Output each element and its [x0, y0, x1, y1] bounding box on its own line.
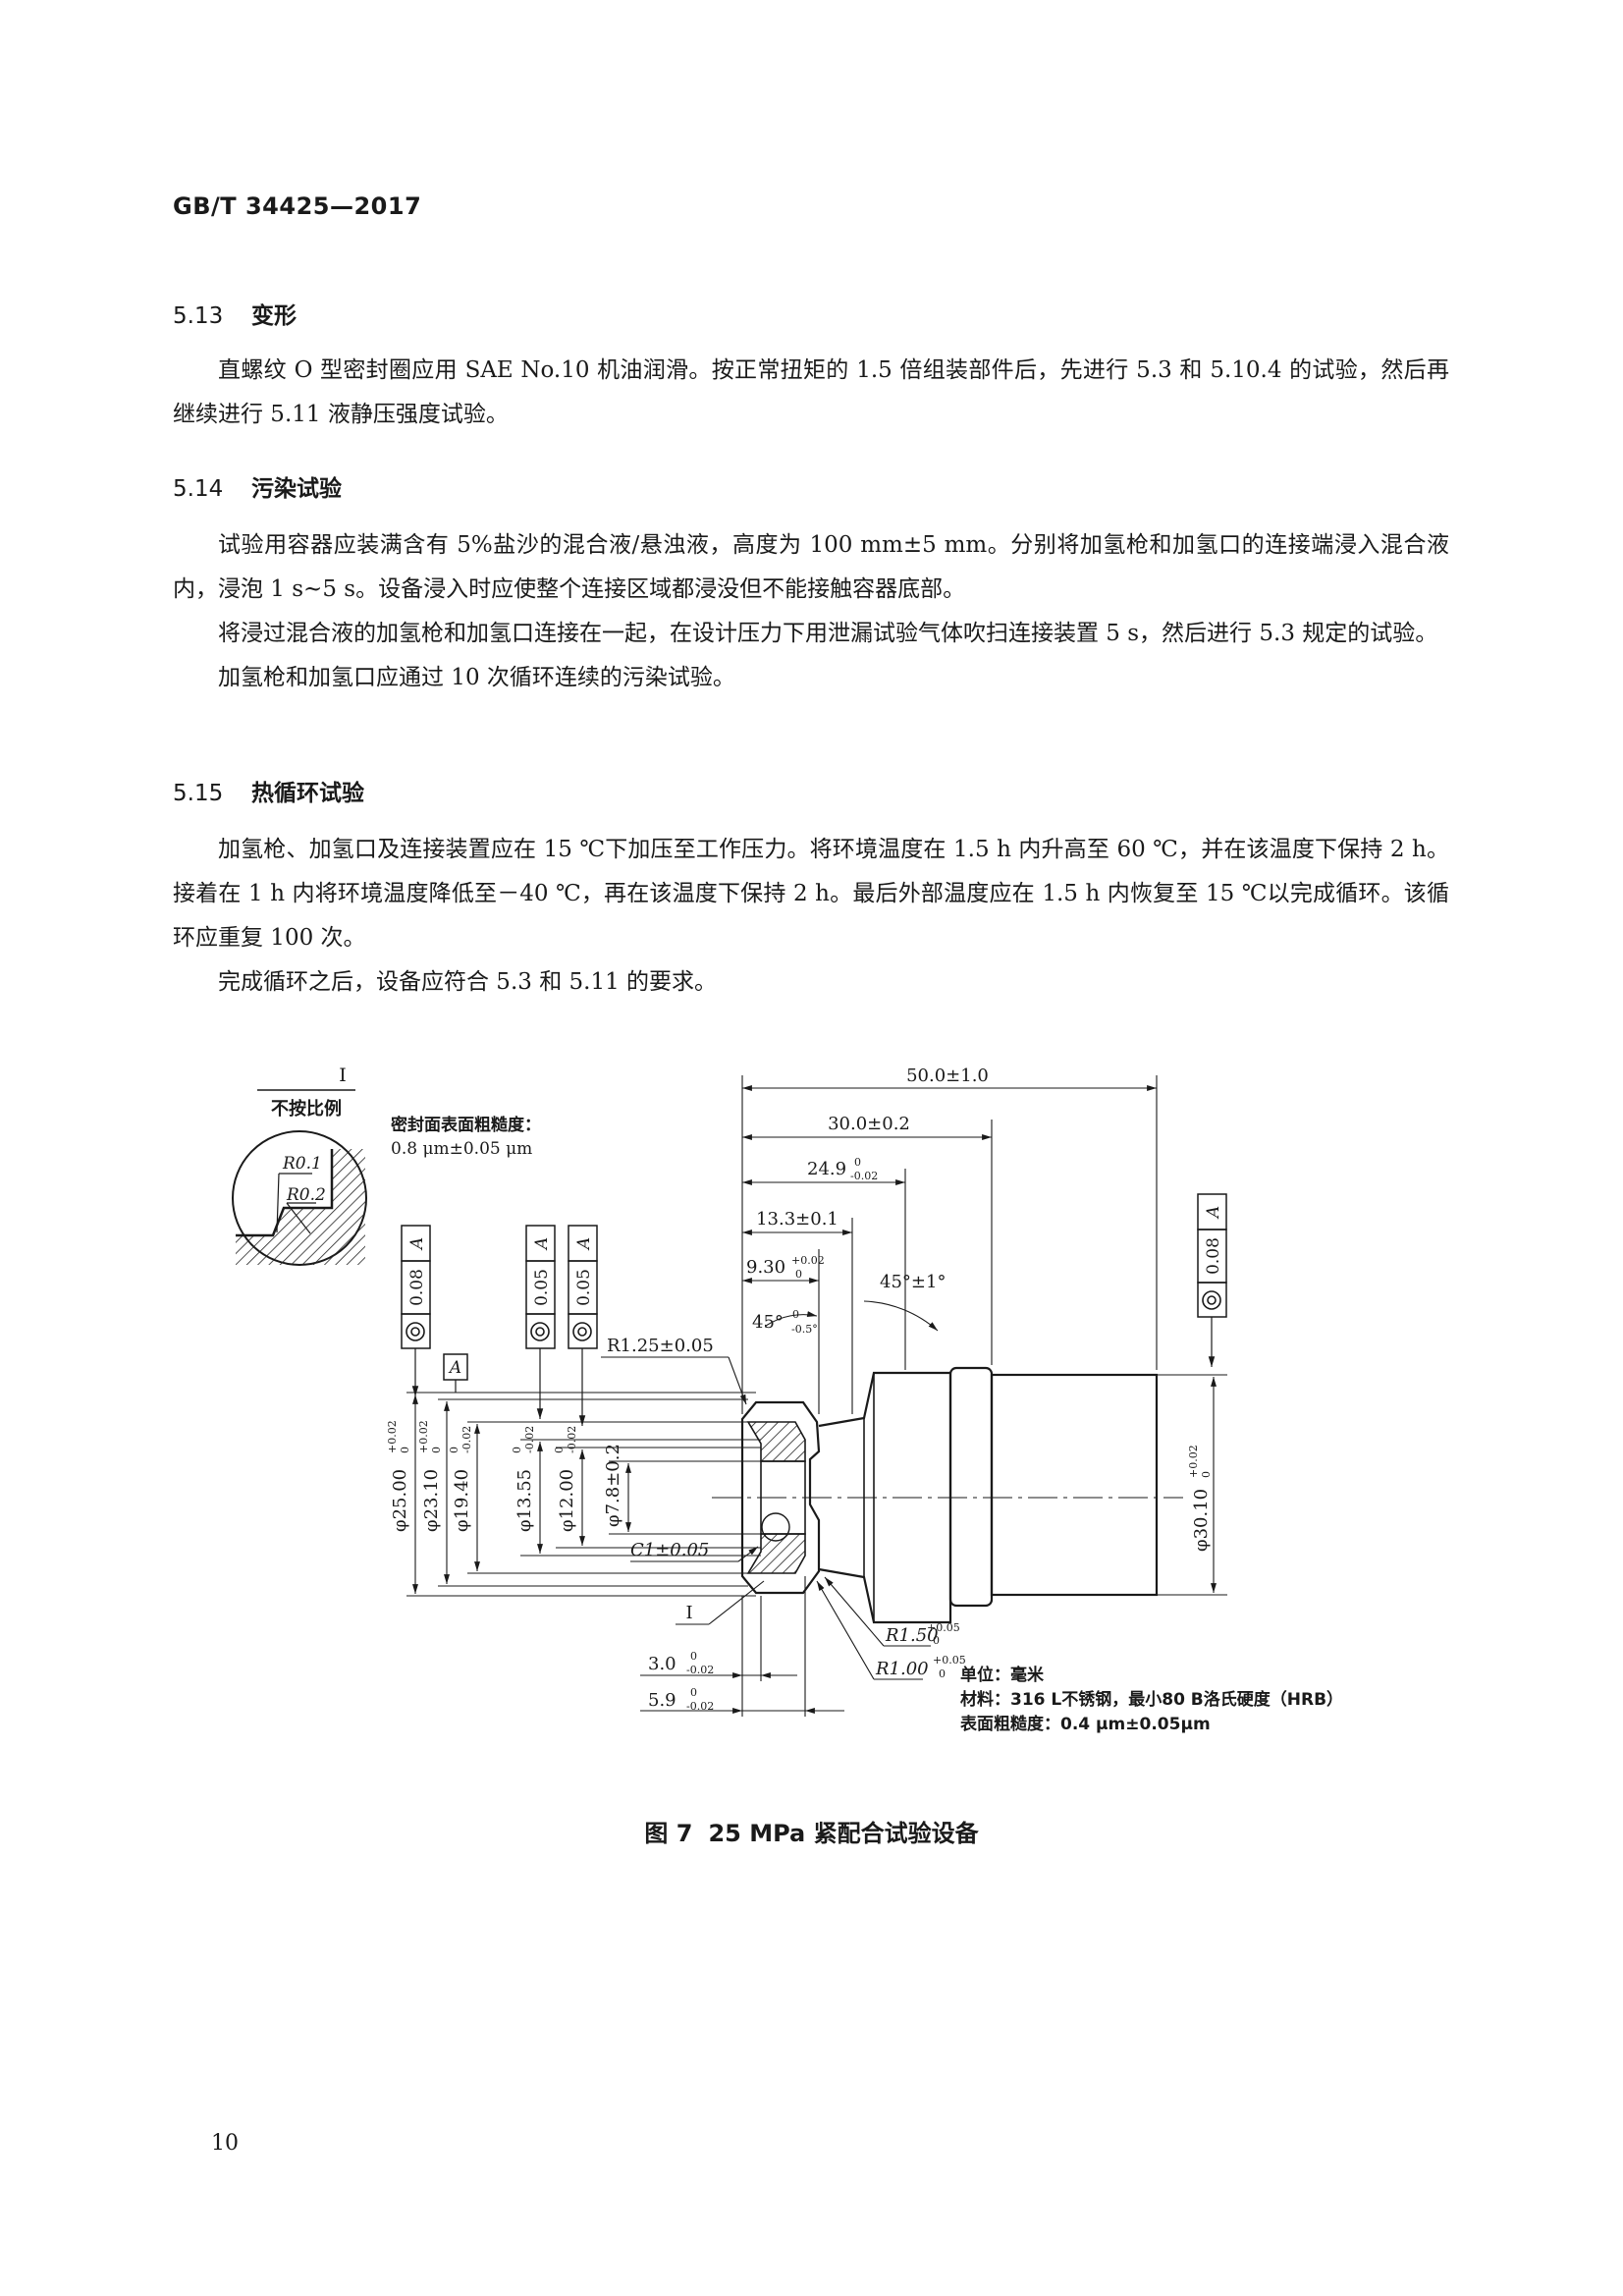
- feature-control-frame: A 0.05: [525, 1225, 556, 1419]
- note-roughness: 表面粗糙度：0.4 μm±0.05μm: [960, 1714, 1211, 1734]
- svg-text:0: 0: [399, 1447, 411, 1453]
- fcf-tolerance: 0.08: [407, 1269, 427, 1306]
- detail-view: I 不按比例 R0.1 R0.2: [232, 1065, 367, 1266]
- section-title: 热循环试验: [251, 781, 364, 806]
- feature-control-frame: A 0.08: [401, 1225, 431, 1396]
- detail-marker: I: [685, 1603, 692, 1623]
- fcf-tolerance: 0.08: [1204, 1237, 1223, 1275]
- dim-diameter-19: φ19.40: [452, 1469, 472, 1532]
- dim-radius-150: R1.50: [885, 1625, 939, 1646]
- svg-text:0: 0: [553, 1447, 566, 1453]
- page-number: 10: [211, 2131, 239, 2156]
- paragraph: 完成循环之后，设备应符合 5.3 和 5.11 的要求。: [218, 969, 718, 995]
- section-number: 5.15: [173, 781, 224, 806]
- section-body: 试验用容器应装满含有 5%盐沙的混合液/悬浊液，高度为 100 mm±5 mm。…: [173, 523, 1449, 700]
- paragraph: 将浸过混合液的加氢枪和加氢口连接在一起，在设计压力下用泄漏试验气体吹扫连接装置 …: [218, 621, 1438, 646]
- dim-length-249-tol: -0.02: [850, 1170, 878, 1182]
- section-hatch: [746, 1421, 806, 1462]
- caption-title: 25 MPa 紧配合试验设备: [708, 1820, 979, 1847]
- seal-roughness-title: 密封面表面粗糙度：: [391, 1115, 541, 1135]
- dim-length-133: 13.3±0.1: [756, 1209, 839, 1230]
- dim-width-30: 3.0: [648, 1654, 676, 1674]
- svg-text:0: 0: [939, 1667, 946, 1680]
- dim-width-59-tol: -0.02: [686, 1700, 714, 1713]
- section-title: 变形: [251, 303, 297, 329]
- dim-diameter-13: φ13.55: [514, 1469, 535, 1532]
- section-heading: 5.13 变形: [173, 297, 297, 330]
- fcf-datum: A: [1204, 1206, 1223, 1220]
- fcf-tolerance: 0.05: [574, 1269, 594, 1306]
- svg-text:-0.02: -0.02: [460, 1426, 473, 1453]
- svg-text:0: 0: [690, 1686, 697, 1699]
- svg-text:0: 0: [511, 1447, 523, 1453]
- svg-text:0: 0: [690, 1650, 697, 1663]
- svg-text:-0.02: -0.02: [566, 1426, 578, 1453]
- angle-45-tol: -0.5°: [791, 1323, 818, 1336]
- svg-text:+0.02: +0.02: [386, 1420, 399, 1453]
- section-number: 5.14: [173, 476, 224, 502]
- dim-width-59: 5.9: [648, 1690, 676, 1711]
- standard-header: GB/T 34425—2017: [173, 192, 422, 220]
- paragraph: 加氢枪和加氢口应通过 10 次循环连续的污染试验。: [218, 665, 735, 690]
- angle-45-pm1: 45°±1°: [880, 1272, 946, 1292]
- section-heading: 5.15 热循环试验: [173, 774, 364, 807]
- svg-text:+0.02: +0.02: [1187, 1445, 1200, 1478]
- fcf-tolerance: 0.05: [532, 1269, 552, 1306]
- svg-text:+0.05: +0.05: [933, 1654, 966, 1667]
- section-title: 污染试验: [251, 476, 342, 502]
- section-body: 加氢枪、加氢口及连接装置应在 15 ℃下加压至工作压力。将环境温度在 1.5 h…: [173, 828, 1449, 1005]
- dim-length-total: 50.0±1.0: [906, 1066, 989, 1086]
- note-material: 材料：316 L不锈钢，最小80 B洛氏硬度（HRB）: [960, 1689, 1343, 1710]
- dim-diameter-78: φ7.8±0.2: [603, 1444, 623, 1527]
- svg-text:0: 0: [795, 1268, 802, 1281]
- fcf-datum: A: [407, 1237, 427, 1251]
- svg-text:0: 0: [854, 1156, 861, 1169]
- dim-diameter-23: φ23.10: [421, 1469, 442, 1532]
- svg-text:+0.02: +0.02: [417, 1420, 430, 1453]
- svg-text:0: 0: [430, 1447, 443, 1453]
- section-heading: 5.14 污染试验: [173, 469, 342, 503]
- dim-length-930: 9.30: [746, 1257, 785, 1278]
- dim-chamfer: C1±0.05: [630, 1540, 709, 1560]
- section-hatch: [746, 1533, 806, 1574]
- dim-diameter-25: φ25.00: [390, 1469, 410, 1532]
- datum-a: A: [448, 1358, 461, 1378]
- svg-text:0: 0: [448, 1447, 460, 1453]
- paragraph: 直螺纹 O 型密封圈应用 SAE No.10 机油润滑。按正常扭矩的 1.5 倍…: [173, 357, 1449, 427]
- section-body: 直螺纹 O 型密封圈应用 SAE No.10 机油润滑。按正常扭矩的 1.5 倍…: [173, 349, 1449, 437]
- detail-scale-note: 不按比例: [271, 1098, 342, 1120]
- fcf-datum: A: [532, 1237, 552, 1251]
- seal-roughness-value: 0.8 μm±0.05 μm: [391, 1139, 532, 1159]
- svg-text:0: 0: [792, 1308, 799, 1321]
- svg-text:-0.02: -0.02: [523, 1426, 536, 1453]
- note-unit: 单位：毫米: [960, 1665, 1045, 1685]
- dim-width-30-tol: -0.02: [686, 1664, 714, 1676]
- section-number: 5.13: [173, 303, 224, 329]
- figure-caption: 图 7 25 MPa 紧配合试验设备: [0, 1814, 1623, 1848]
- feature-control-frame: A 0.05: [568, 1225, 598, 1426]
- dim-radius-125: R1.25±0.05: [607, 1336, 714, 1356]
- fcf-datum: A: [574, 1237, 594, 1251]
- svg-text:0: 0: [1200, 1471, 1213, 1478]
- svg-text:0: 0: [933, 1634, 940, 1647]
- paragraph: 加氢枪、加氢口及连接装置应在 15 ℃下加压至工作压力。将环境温度在 1.5 h…: [173, 837, 1449, 951]
- detail-radius-r02: R0.2: [286, 1185, 326, 1205]
- detail-label: I: [339, 1065, 347, 1086]
- dim-radius-100: R1.00: [875, 1659, 929, 1679]
- dim-diameter-12: φ12.00: [557, 1469, 577, 1532]
- feature-control-frame: A 0.08: [1197, 1193, 1227, 1367]
- caption-number: 图 7: [644, 1820, 693, 1847]
- detail-radius-r01: R0.1: [282, 1154, 322, 1174]
- dim-diameter-30: φ30.10: [1191, 1489, 1212, 1552]
- dim-length-249: 24.9: [807, 1159, 846, 1179]
- angle-45: 45°: [752, 1312, 784, 1333]
- dim-length-30: 30.0±0.2: [828, 1114, 910, 1134]
- svg-text:+0.05: +0.05: [927, 1621, 960, 1634]
- paragraph: 试验用容器应装满含有 5%盐沙的混合液/悬浊液，高度为 100 mm±5 mm。…: [173, 532, 1449, 602]
- dim-length-930-tol: +0.02: [791, 1254, 825, 1267]
